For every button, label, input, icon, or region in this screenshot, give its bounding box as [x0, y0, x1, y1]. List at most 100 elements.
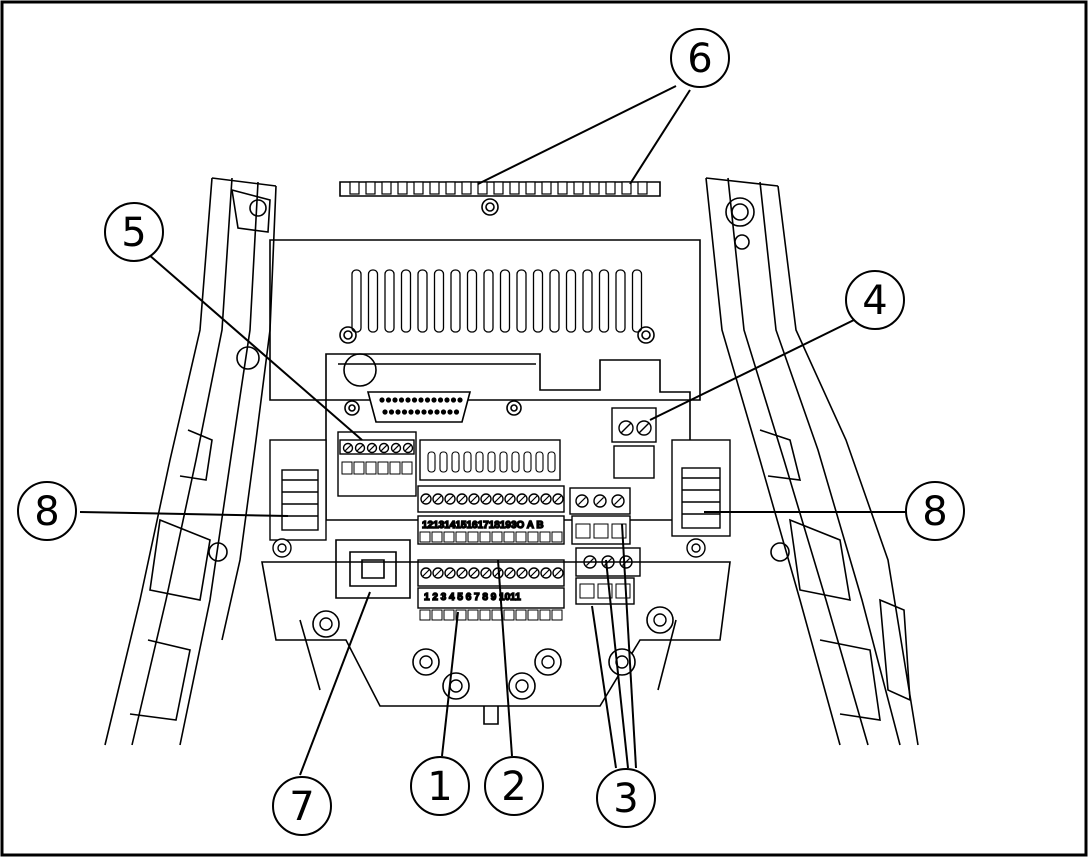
- vent-slot: [367, 269, 379, 333]
- terminal-slot: [593, 523, 609, 539]
- screw-slot: [554, 495, 562, 503]
- screw-slot: [542, 569, 550, 577]
- screw-slot: [344, 444, 352, 452]
- dsub-pin: [401, 409, 408, 415]
- vent-slot: [565, 269, 577, 333]
- terminal-slot: [419, 531, 431, 543]
- grille-tooth: [541, 181, 552, 195]
- vent-slot: [466, 269, 478, 333]
- vent-slot: [417, 269, 428, 333]
- vent-slot: [631, 269, 643, 333]
- terminal-slot: [431, 609, 443, 621]
- screw-head: [515, 679, 529, 693]
- terminal-lever: [451, 451, 460, 473]
- terminal-slot: [431, 531, 443, 543]
- grille-tooth: [397, 181, 408, 195]
- callout-2-label: 2: [501, 764, 526, 810]
- grille-tooth: [365, 181, 376, 195]
- screw-slot: [482, 569, 490, 577]
- terminal-slot: [377, 461, 389, 475]
- terminal-slot: [389, 461, 401, 475]
- connector-5-block: [337, 431, 417, 497]
- grille-tooth: [573, 181, 584, 195]
- terminal-slot: [455, 531, 467, 543]
- callout-1: 1: [410, 756, 470, 816]
- vent-slot: [532, 269, 544, 333]
- screw-slot: [506, 495, 514, 503]
- screw-slot: [368, 444, 376, 452]
- dsub-pin: [392, 397, 398, 403]
- screw-head: [653, 613, 667, 627]
- vent-slot: [400, 269, 412, 333]
- screw-head: [541, 655, 555, 669]
- terminal-slot: [479, 531, 491, 543]
- dsub-pin: [437, 397, 444, 403]
- dsub-pin: [414, 409, 421, 415]
- grille-tooth: [557, 181, 568, 195]
- vent-slot: [450, 269, 461, 333]
- dsub-pin: [395, 409, 401, 415]
- vent-slot: [582, 269, 593, 333]
- grille-tooth: [413, 181, 424, 195]
- vent-slot: [516, 269, 527, 333]
- dsub-pin: [405, 397, 411, 403]
- screw-slot: [380, 444, 388, 452]
- side-connector-left: [269, 439, 327, 558]
- terminal-slot: [575, 523, 591, 539]
- dsub-pin: [421, 409, 427, 415]
- callout-5-label: 5: [121, 210, 146, 256]
- terminal-slot: [443, 609, 455, 621]
- vent-slot: [384, 269, 395, 333]
- terminal-slot: [615, 583, 631, 599]
- grille-tooth: [605, 181, 616, 195]
- terminal-row-upper-label: 12131415161718193O A B: [422, 520, 544, 531]
- grille-tooth: [381, 181, 392, 195]
- dsub-pin: [388, 409, 395, 415]
- dsub-pin: [385, 397, 392, 403]
- callout-5: 5: [104, 202, 164, 262]
- terminal-slot: [515, 531, 527, 543]
- terminal-lever: [475, 451, 484, 473]
- grille-tooth: [429, 181, 440, 195]
- terminal-slot: [467, 609, 479, 621]
- control-board: [325, 353, 691, 521]
- screw-slot: [446, 495, 454, 503]
- screw-slot: [446, 569, 454, 577]
- vent-slot: [549, 269, 560, 333]
- screw-slot: [422, 569, 430, 577]
- callouts: 6 5 4 8 8 7 1 2: [17, 28, 965, 836]
- screw-slot: [518, 495, 526, 503]
- screw-head: [319, 617, 333, 631]
- callout-2: 2: [484, 756, 544, 816]
- terminal-slot: [579, 583, 595, 599]
- screw-slot: [422, 495, 430, 503]
- dsub-pin: [440, 409, 447, 415]
- screw-slot: [482, 495, 490, 503]
- vent-slot: [499, 269, 511, 333]
- dsub-pin: [424, 397, 431, 403]
- left-housing: [104, 177, 277, 746]
- grille-tooth: [589, 181, 600, 195]
- screw-slot: [470, 495, 478, 503]
- mounting-screw-icon: [646, 606, 674, 634]
- terminal-block-upper: 12131415161718193O A B: [417, 439, 565, 545]
- relay-terminals: [569, 487, 641, 605]
- dsub-pin: [398, 397, 405, 403]
- terminal-lever: [463, 451, 472, 473]
- callout-3-label: 3: [613, 776, 638, 822]
- screw-slot: [458, 569, 466, 577]
- leader-lines: [79, 85, 906, 776]
- screw-slot: [554, 569, 562, 577]
- screw-slot: [470, 569, 478, 577]
- vent-slot: [598, 269, 610, 333]
- terminal-slot: [353, 461, 365, 475]
- screw-slot: [518, 569, 526, 577]
- dsub-pin: [453, 409, 460, 415]
- terminal-slot: [503, 609, 515, 621]
- terminal-slot: [479, 609, 491, 621]
- terminal-row-lower-label: 1 2 3 4 5 6 7 8 9 1011: [424, 592, 521, 603]
- terminal-slot: [539, 609, 551, 621]
